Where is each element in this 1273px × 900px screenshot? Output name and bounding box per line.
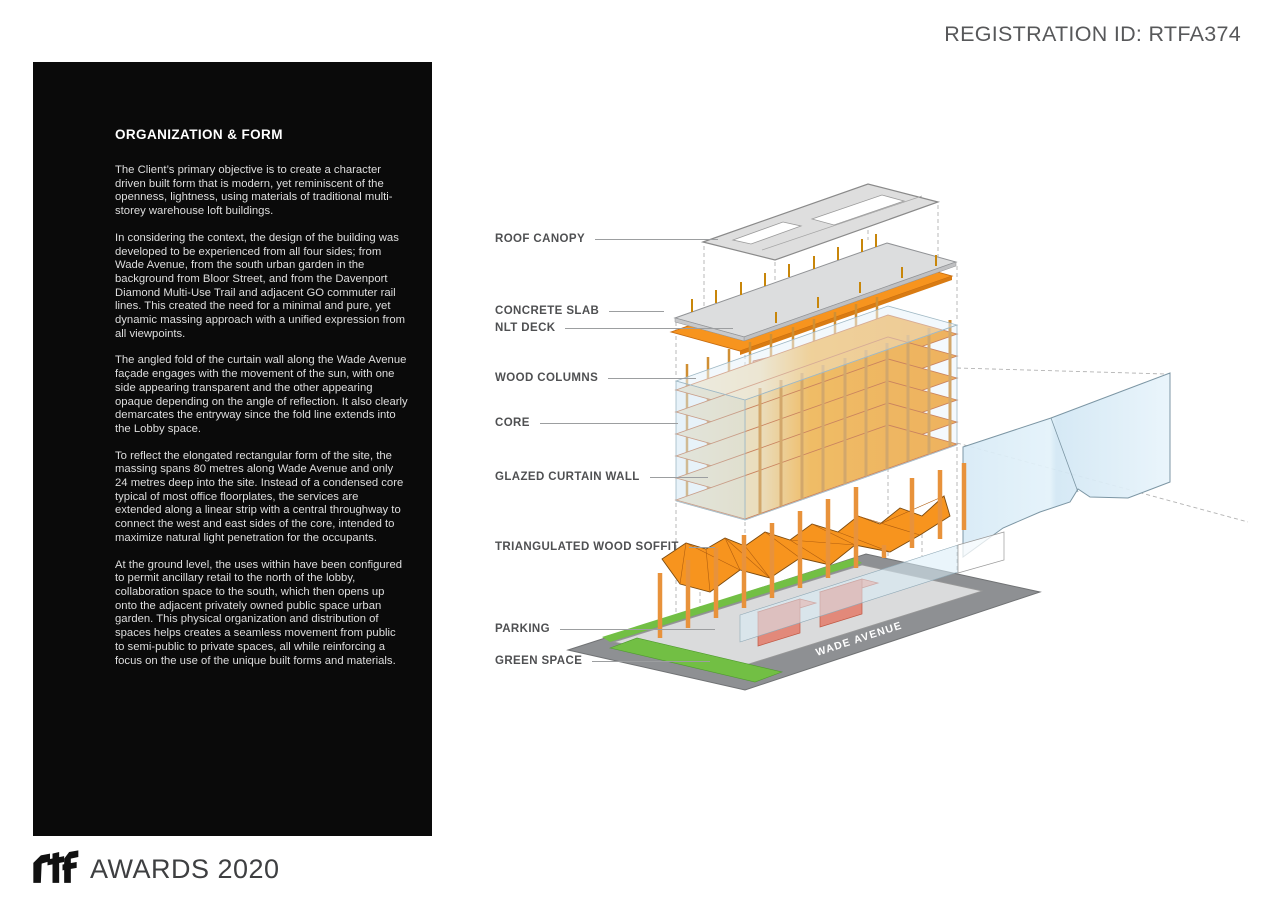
green-space [608, 637, 784, 683]
label-glazed-curtain-wall: GLAZED CURTAIN WALL [495, 471, 708, 483]
wood-columns-front [758, 320, 952, 514]
roof-canopy [700, 183, 941, 261]
green-strip-back [602, 558, 862, 642]
label-roof-canopy: ROOF CANOPY [495, 233, 719, 245]
panel-paragraph: In considering the context, the design o… [115, 231, 406, 340]
leader-line [539, 422, 678, 424]
leader-line [649, 476, 708, 478]
label-wood-columns: WOOD COLUMNS [495, 372, 697, 384]
label-nlt-deck: NLT DECK [495, 322, 734, 334]
label-concrete-slab: CONCRETE SLAB [495, 305, 665, 317]
leader-line [559, 628, 715, 630]
description-panel: ORGANIZATION & FORM The Client’s primary… [33, 62, 432, 836]
panel-paragraph: The angled fold of the curtain wall alon… [115, 354, 408, 435]
panel-paragraph: The Client’s primary objective is to cre… [115, 164, 393, 218]
registration-id: REGISTRATION ID: RTFA374 [944, 22, 1241, 46]
leader-line [565, 327, 734, 329]
footer-logo-text: AWARDS 2020 [90, 853, 280, 884]
building-glass-envelope [674, 305, 959, 521]
leader-line [688, 546, 715, 548]
ground-white-box [957, 531, 1005, 574]
leader-line [608, 377, 697, 379]
ground-plane: WADE AVENUE [566, 463, 1042, 691]
footer-logo: AWARDS 2020 [30, 846, 280, 888]
leader-line [592, 660, 711, 662]
rtf-logo-icon [33, 850, 79, 883]
leader-line [595, 238, 719, 240]
glazed-curtain-wall [962, 372, 1171, 558]
panel-paragraph: At the ground level, the uses within hav… [115, 558, 403, 667]
panel-title: ORGANIZATION & FORM [115, 127, 283, 142]
ground-columns [657, 463, 967, 638]
label-parking: PARKING [495, 623, 715, 635]
label-green-space: GREEN SPACE [495, 655, 711, 667]
concrete-slab [673, 234, 958, 342]
label-triangulated-wood-soffit: TRIANGULATED WOOD SOFFIT [495, 541, 715, 553]
label-core: CORE [495, 417, 678, 429]
building-mass [674, 297, 959, 521]
panel-paragraph: To reflect the elongated rectangular for… [115, 449, 404, 544]
leader-line [609, 310, 665, 312]
